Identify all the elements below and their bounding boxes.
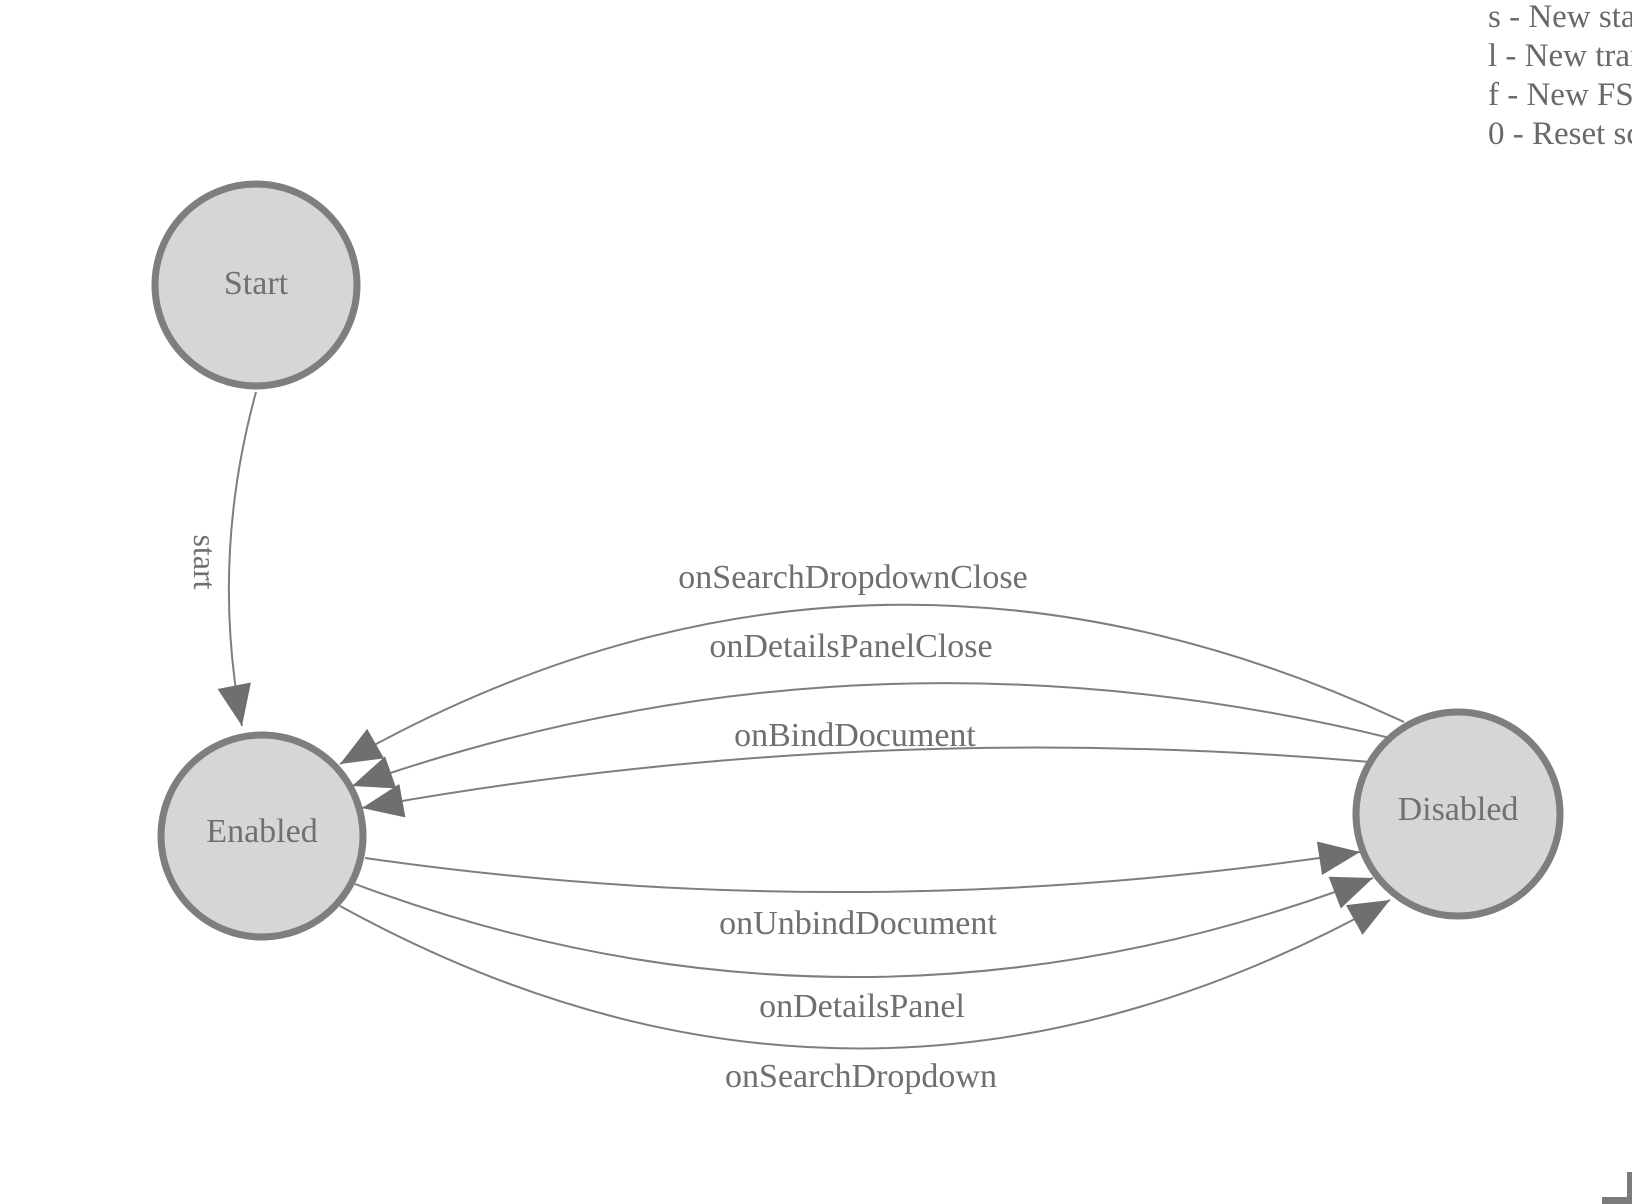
legend-line-new-fsm: f - New FSM [1488,77,1632,113]
shortcuts-legend: s - New state l - New transition f - New… [1488,0,1632,154]
state-node-start[interactable]: Start [151,180,361,390]
transition-label-onBindDocument: onBindDocument [734,717,976,754]
transition-edge-onDetailsPanelClose[interactable] [351,682,1391,789]
transition-label-onSearchDropdown: onSearchDropdown [725,1058,997,1095]
state-node-disabled[interactable]: Disabled [1352,708,1564,920]
transition-edge-onBindDocument[interactable] [361,746,1371,818]
state-node-enabled[interactable]: Enabled [157,731,367,941]
transition-edge-onSearchDropdownClose[interactable] [339,603,1405,765]
state-circle-start[interactable] [151,180,361,390]
legend-line-new-transition: l - New transition [1488,38,1632,74]
state-label-disabled: Disabled [1398,791,1519,828]
transition-label-onSearchDropdownClose: onSearchDropdownClose [678,559,1027,596]
transition-edge-onSearchDropdown[interactable] [339,899,1391,1050]
transition-label-start: start [187,534,223,589]
transition-label-onUnbindDocument: onUnbindDocument [719,905,997,942]
state-label-start: Start [224,265,289,302]
transition-edge-onUnbindDocument[interactable] [364,841,1361,894]
state-circle-disabled[interactable] [1352,708,1564,920]
transition-label-onDetailsPanel: onDetailsPanel [759,988,965,1025]
transition-edge-onDetailsPanel[interactable] [354,876,1374,979]
canvas-corner [1602,1172,1632,1204]
state-circle-enabled[interactable] [157,731,367,941]
state-label-enabled: Enabled [206,813,317,850]
legend-line-new-state: s - New state [1488,0,1632,35]
legend-line-reset-scale: 0 - Reset scale [1488,116,1632,152]
transition-label-onDetailsPanelClose: onDetailsPanelClose [709,628,992,665]
canvas-corner-vertical [1627,1172,1632,1204]
transition-edge-start[interactable] [217,391,257,727]
canvas-corner-horizontal [1602,1197,1632,1204]
